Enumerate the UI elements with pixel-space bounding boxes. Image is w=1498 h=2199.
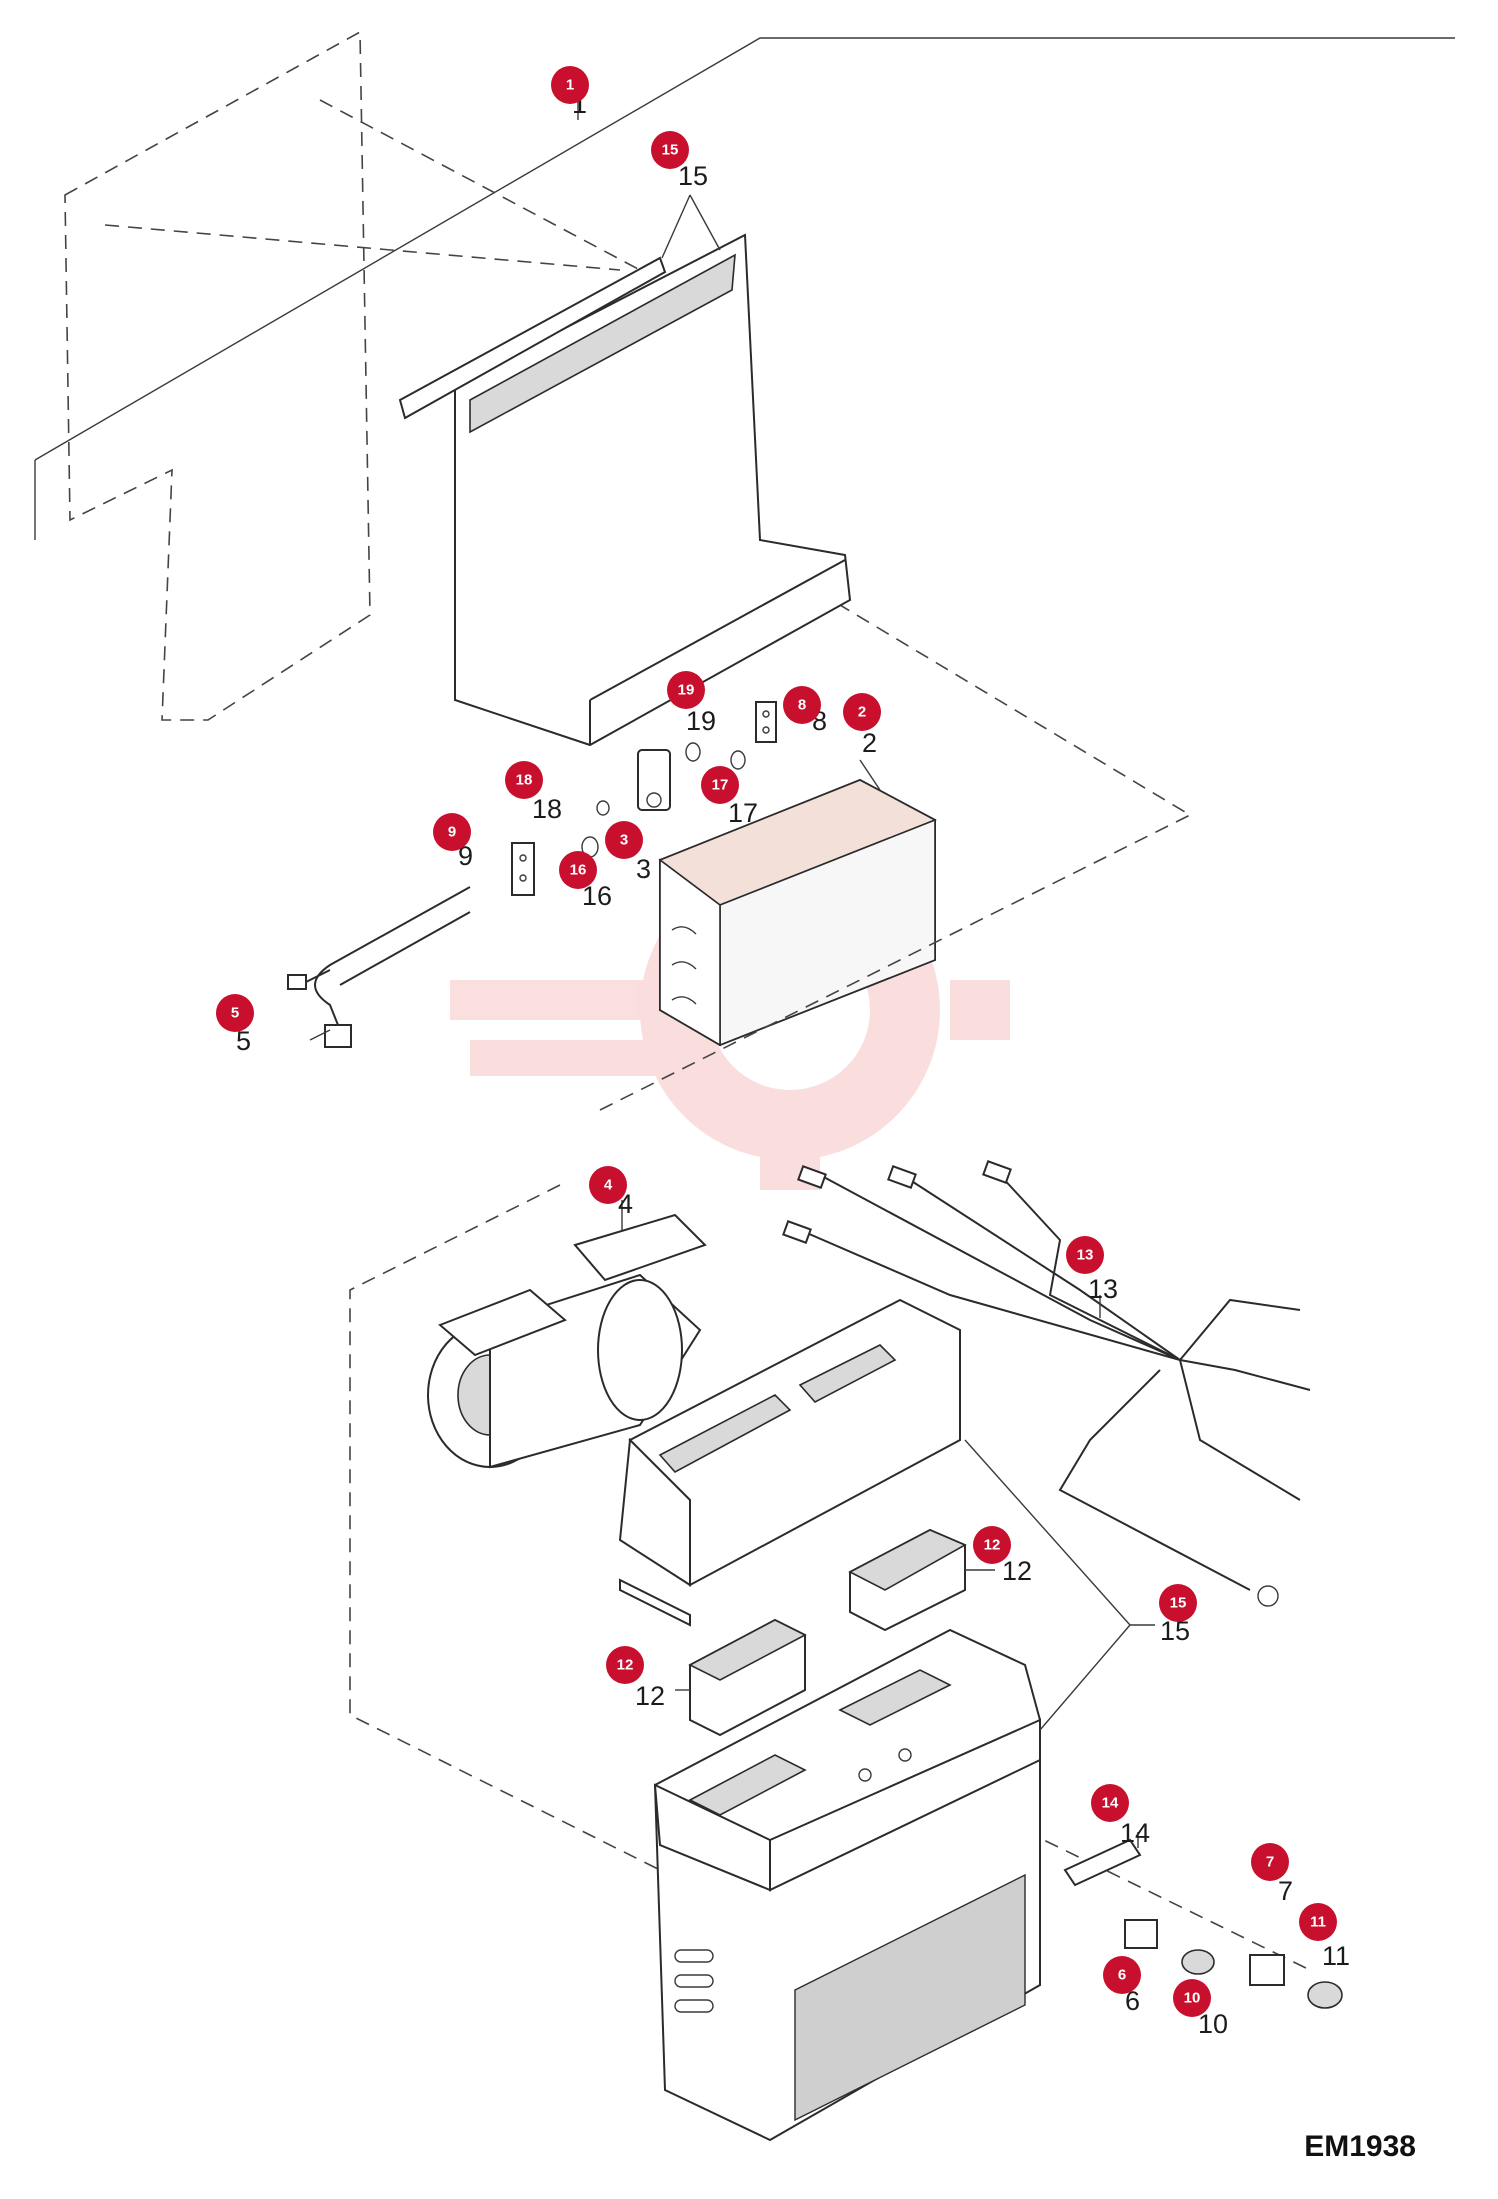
part-number-2: 2 [862, 728, 877, 758]
callout-badge-11[interactable]: 11 [1299, 1903, 1337, 1941]
blower-motor [427, 1213, 707, 1469]
callout-badge-15-lower[interactable]: 15 [1159, 1584, 1197, 1622]
svg-text:18: 18 [516, 772, 533, 789]
callout-badge-5[interactable]: 5 [216, 994, 254, 1032]
assembly-guide-lower [349, 1184, 691, 1886]
o-ring-18 [596, 800, 610, 816]
callout-badge-12-upper[interactable]: 12 [973, 1526, 1011, 1564]
svg-text:12: 12 [984, 1537, 1001, 1554]
part-number-11: 11 [1322, 1941, 1350, 1971]
part-number-15: 15 [678, 161, 708, 191]
callout-badge-18[interactable]: 18 [505, 761, 543, 799]
part-number-19: 19 [686, 706, 716, 736]
part-number-6: 6 [1125, 1986, 1140, 2016]
part-number-14: 14 [1120, 1818, 1150, 1848]
svg-text:9: 9 [448, 824, 456, 841]
part-number-9: 9 [458, 841, 473, 871]
svg-text:6: 6 [1118, 1967, 1126, 1984]
callout-badge-16[interactable]: 16 [559, 851, 597, 889]
callout-badge-8[interactable]: 8 [783, 686, 821, 724]
part-number-3: 3 [636, 854, 651, 884]
lower-cover [653, 1628, 1041, 2142]
part-number-5: 5 [236, 1026, 251, 1056]
callout-badge-7[interactable]: 7 [1251, 1843, 1289, 1881]
assembly-guide-upper [599, 814, 1191, 1111]
part-number-13: 13 [1088, 1274, 1118, 1304]
part-number-12-upper: 12 [1002, 1556, 1032, 1586]
part-number-7: 7 [1278, 1876, 1293, 1906]
svg-text:3: 3 [620, 832, 628, 849]
switch-6 [1124, 1919, 1158, 1949]
expansion-valve [637, 749, 671, 811]
part-number-17: 17 [728, 798, 758, 828]
svg-text:7: 7 [1266, 1854, 1274, 1871]
cab-outline [34, 37, 1455, 461]
knob-11 [1307, 1981, 1343, 2009]
callout-badge-13[interactable]: 13 [1066, 1236, 1104, 1274]
switch-7 [1249, 1954, 1285, 1986]
callout-badge-19[interactable]: 19 [667, 671, 705, 709]
callout-badge-3[interactable]: 3 [605, 821, 643, 859]
switch-plate [1063, 1838, 1142, 1887]
wire-harness [782, 1160, 1311, 1607]
svg-text:14: 14 [1102, 1795, 1119, 1812]
vent-12-lower [688, 1618, 807, 1737]
callout-badge-15-upper[interactable]: 15 [651, 131, 689, 169]
svg-text:17: 17 [712, 777, 729, 794]
diagram-code: EM1938 [1304, 2130, 1416, 2163]
bracket-9 [511, 842, 535, 896]
part-number-12-lower: 12 [635, 1681, 665, 1711]
evaporator-coil [658, 778, 937, 1047]
knob-10 [1181, 1949, 1215, 1975]
svg-text:10: 10 [1184, 1990, 1201, 2007]
vent-12-upper [848, 1528, 967, 1632]
svg-text:15: 15 [662, 142, 679, 159]
callout-badge-14[interactable]: 14 [1091, 1784, 1129, 1822]
callout-badge-12-lower[interactable]: 12 [606, 1646, 644, 1684]
refrigerant-hoses [287, 886, 471, 1048]
svg-text:19: 19 [678, 682, 695, 699]
callout-badge-2[interactable]: 2 [843, 693, 881, 731]
svg-text:1: 1 [566, 77, 574, 94]
svg-text:4: 4 [604, 1177, 613, 1194]
part-number-18: 18 [532, 794, 562, 824]
callout-leaders [309, 100, 1155, 1848]
svg-text:2: 2 [858, 704, 866, 721]
evaporator-housing [398, 233, 852, 747]
svg-text:5: 5 [231, 1005, 239, 1022]
callout-badge-4[interactable]: 4 [589, 1166, 627, 1204]
back-panel [64, 30, 1191, 816]
svg-text:8: 8 [798, 697, 806, 714]
callout-badge-10[interactable]: 10 [1173, 1979, 1211, 2017]
callout-badge-17[interactable]: 17 [701, 766, 739, 804]
svg-text:15: 15 [1170, 1595, 1187, 1612]
callout-badge-1[interactable]: 1 [551, 66, 589, 104]
callout-badge-9[interactable]: 9 [433, 813, 471, 851]
svg-text:13: 13 [1077, 1247, 1094, 1264]
o-ring-19 [685, 742, 701, 762]
o-ring-17 [730, 750, 746, 770]
upper-shell [618, 1298, 961, 1627]
callout-badge-6[interactable]: 6 [1103, 1956, 1141, 1994]
bracket-8 [755, 701, 777, 743]
svg-text:16: 16 [570, 862, 587, 879]
svg-text:11: 11 [1310, 1914, 1326, 1931]
svg-text:12: 12 [617, 1657, 634, 1674]
part-number-10: 10 [1198, 2009, 1228, 2039]
